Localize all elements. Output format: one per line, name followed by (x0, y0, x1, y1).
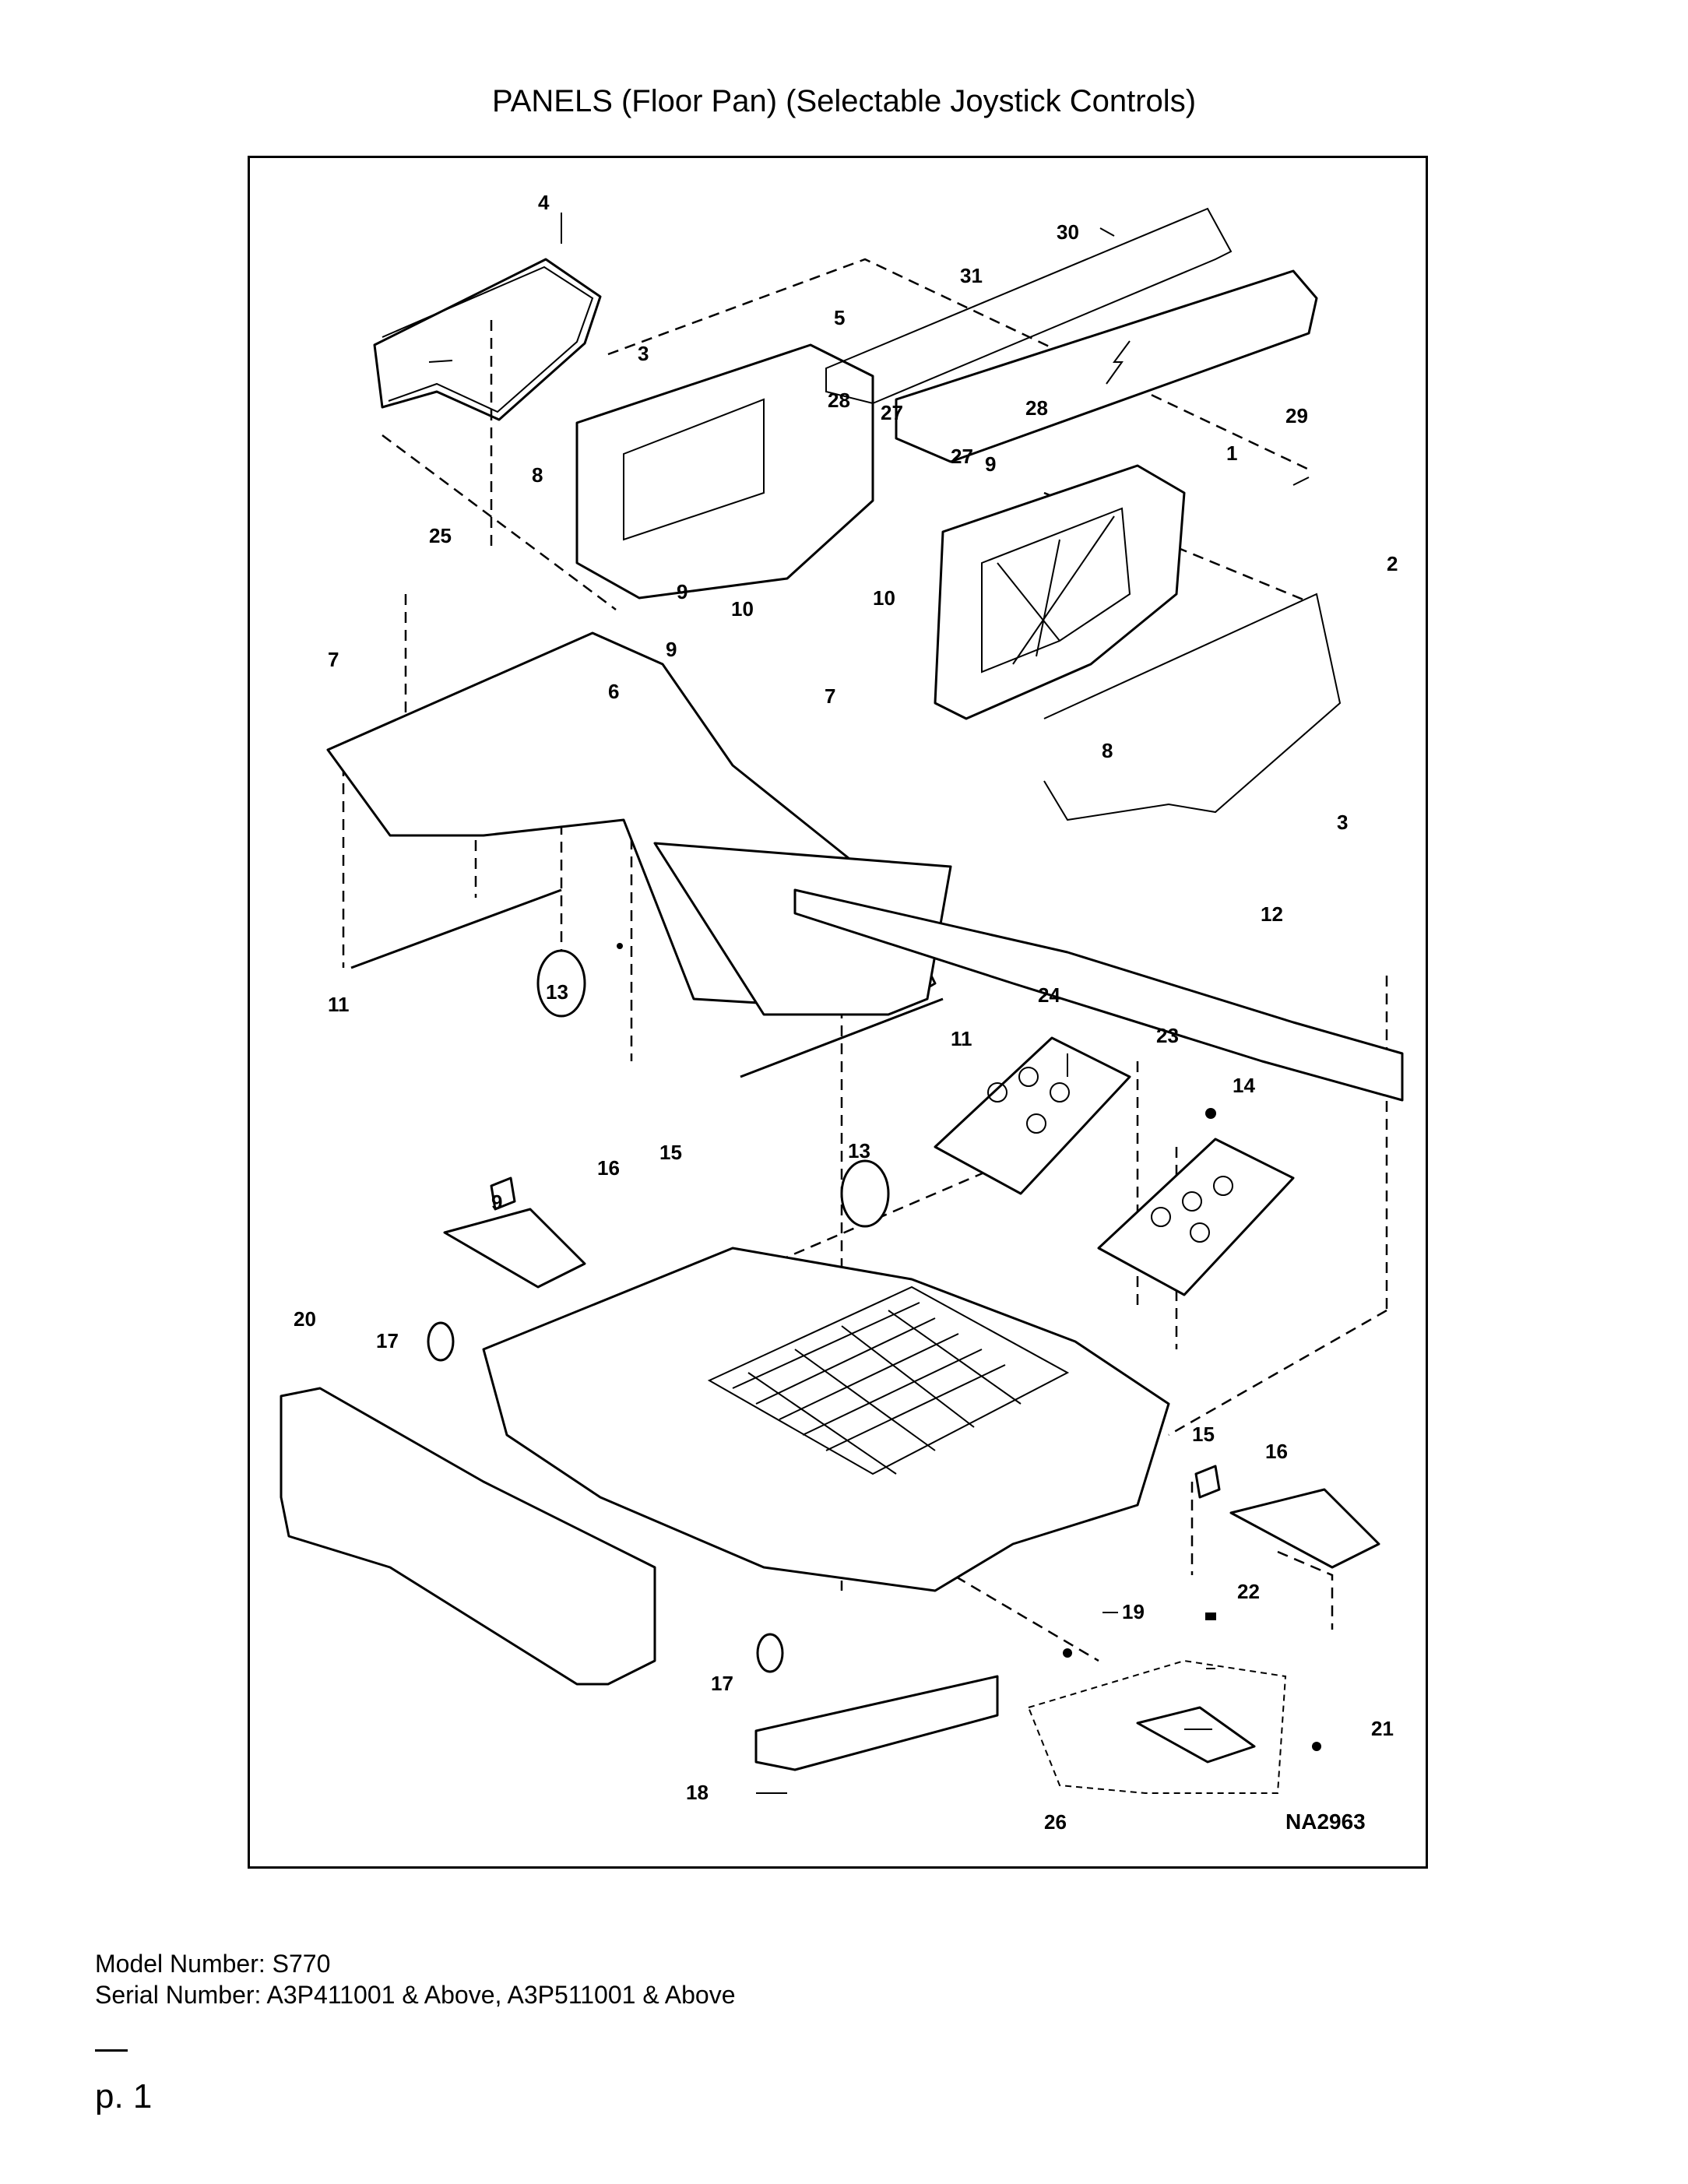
callout-8-left: 8 (532, 463, 543, 487)
grommet-left (536, 949, 586, 1018)
callout-23: 23 (1156, 1024, 1179, 1047)
serial-number: Serial Number: A3P411001 & Above, A3P511… (95, 1981, 736, 2009)
callout-21: 21 (1371, 1717, 1394, 1740)
callout-17-upper: 17 (376, 1329, 399, 1352)
callout-31: 31 (960, 264, 983, 287)
callout-3-right: 3 (1337, 811, 1348, 834)
block-15-left (490, 1176, 516, 1211)
bracket-16-left (443, 1208, 586, 1289)
leader-lines (428, 213, 1310, 1794)
left-strip (350, 888, 562, 969)
pedal-14 (1097, 1138, 1295, 1296)
callout-22: 22 (1237, 1580, 1260, 1603)
callout-29: 29 (1285, 404, 1308, 427)
upper-floor-panel (326, 631, 952, 1016)
callout-13-center: 13 (848, 1139, 870, 1162)
callout-8-right: 8 (1102, 739, 1113, 762)
callout-18: 18 (686, 1781, 709, 1804)
callout-2: 2 (1387, 552, 1398, 575)
callout-13-left: 13 (546, 980, 568, 1004)
callout-9-right: 9 (985, 452, 996, 476)
foam-block (754, 1675, 999, 1771)
right-side-panel (934, 464, 1186, 720)
bracket-16-right (1229, 1488, 1380, 1569)
right-door-seal (1043, 593, 1342, 821)
callout-20: 20 (294, 1307, 316, 1331)
pedal-24 (934, 1036, 1131, 1195)
callout-11-left: 11 (328, 993, 350, 1016)
drawing-code: NA2963 (1285, 1809, 1366, 1834)
callout-10-left: 10 (731, 597, 754, 621)
callout-6: 6 (608, 680, 619, 703)
fuse-cover (895, 269, 1318, 463)
callout-15-left: 15 (659, 1141, 682, 1164)
callout-17-lower: 17 (711, 1672, 733, 1695)
callout-7-left: 7 (328, 648, 339, 671)
grommet-17-upper (427, 1321, 455, 1362)
callout-16-left: 16 (597, 1156, 620, 1180)
grommet-center (840, 1159, 890, 1228)
callout-27-right: 27 (951, 445, 973, 468)
rear-panel (280, 1387, 656, 1686)
callout-11-right: 11 (951, 1027, 972, 1050)
callout-labels: 1 2 3 3 4 5 6 7 7 8 8 9 9 9 9 10 10 11 1… (294, 191, 1398, 1834)
step-assembly (1027, 1659, 1287, 1794)
model-number: Model Number: S770 (95, 1950, 331, 1978)
callout-28-right: 28 (1025, 396, 1048, 420)
right-strip (740, 997, 944, 1078)
callout-19: 19 (1122, 1600, 1145, 1623)
callout-14: 14 (1233, 1074, 1255, 1097)
callout-16-right: 16 (1265, 1440, 1288, 1463)
left-door-seal (373, 258, 602, 421)
callout-30: 30 (1057, 220, 1079, 244)
callout-7-right: 7 (825, 684, 835, 708)
exploded-view-drawing: 1 2 3 3 4 5 6 7 7 8 8 9 9 9 9 10 10 11 1… (280, 191, 1404, 1834)
callout-5: 5 (834, 306, 845, 329)
page-title: PANELS (Floor Pan) (Selectable Joystick … (491, 84, 1197, 118)
left-side-panel (575, 343, 874, 600)
callout-24: 24 (1038, 983, 1060, 1007)
page-number-rule (95, 2049, 128, 2052)
rear-seal-strip (793, 888, 1404, 1102)
page-number: p. 1 (95, 2077, 153, 2115)
callout-9-mid: 9 (666, 638, 677, 661)
callout-12: 12 (1261, 902, 1283, 926)
callout-10-right: 10 (873, 586, 895, 610)
callout-26: 26 (1044, 1810, 1067, 1834)
grommet-17-lower (756, 1633, 784, 1673)
block-15-right (1194, 1465, 1221, 1499)
callout-3-left: 3 (638, 342, 649, 365)
parts-diagram: 1 2 3 3 4 5 6 7 7 8 8 9 9 9 9 10 10 11 1… (248, 156, 1428, 1869)
callout-28-left: 28 (828, 389, 850, 412)
callout-25: 25 (429, 524, 452, 547)
callout-15-right: 15 (1192, 1423, 1215, 1446)
callout-9-upper: 9 (677, 580, 688, 603)
window-seal (825, 207, 1233, 405)
fasteners (617, 943, 1321, 1751)
callout-4: 4 (538, 191, 550, 214)
callout-27-left: 27 (881, 401, 903, 424)
callout-1: 1 (1226, 441, 1237, 465)
floor-pan (482, 1247, 1170, 1592)
callout-9-lower: 9 (491, 1190, 502, 1214)
